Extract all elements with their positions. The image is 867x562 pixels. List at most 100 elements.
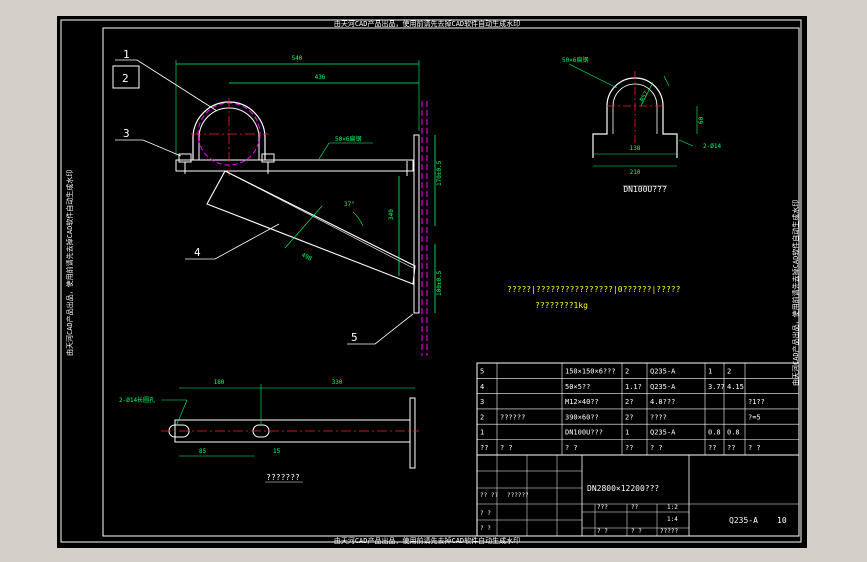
tb-c4: ? ? (480, 525, 491, 532)
bom-cell: ?? (480, 444, 488, 452)
tb-c7: 1:2 (667, 504, 678, 511)
bom-cell: 0.8 (727, 429, 740, 437)
dim-lower: 100±0.5 (436, 270, 443, 296)
elevation-view: 540 436 170±0.5 100±0.5 340 498 37° 50×6… (112, 48, 443, 356)
angle-arc (352, 211, 364, 227)
clamp-radius-leader (640, 81, 654, 107)
top-banner: 由天河CAD产品出品，使用前请先去掉CAD软件自动生成水印 (334, 19, 520, 28)
bom-cell: 390×60?? (565, 413, 599, 421)
plan-wall-plate (409, 397, 416, 469)
bom-cell: ?? (708, 444, 716, 452)
dim-498: 498 (300, 252, 313, 263)
bom-cell: DN100U??? (565, 429, 603, 437)
u-clamp-inner (198, 107, 260, 160)
tb-c6: ?? (631, 504, 639, 511)
outer-frame (60, 19, 802, 543)
bom-cell: 4.15 (727, 383, 744, 391)
bottom-banner: 由天河CAD产品出品，使用前请先去掉CAD软件自动生成水印 (334, 536, 520, 545)
bom-cell: 2 (625, 368, 629, 376)
balloon-3: 3 (123, 127, 130, 140)
bom-cell: ?=5 (748, 413, 761, 421)
note-line-2: ????????1kg (535, 301, 588, 310)
leader-1 (136, 59, 218, 112)
right-banner: 由天河CAD产品出品，使用前请先去掉CAD软件自动生成水印 (791, 200, 800, 386)
bom-cell: 1.1? (625, 383, 642, 391)
tb-c10: ????? (660, 528, 678, 535)
clamp-top-leader (663, 75, 670, 87)
tb-material: Q235-A (729, 516, 758, 525)
leader-5 (374, 313, 414, 345)
clamp-60: 60 (698, 116, 705, 124)
bom-cell: Q235-A (650, 383, 676, 391)
tb-sheet: 10 (777, 516, 787, 525)
clamp-title: DN100U??? (623, 185, 667, 194)
drawing-canvas[interactable]: 由天河CAD产品出品，使用前请先去掉CAD软件自动生成水印 由天河CAD产品出品… (57, 16, 807, 548)
clamp-hole-leader (678, 139, 694, 147)
bom-cell: ?????? (500, 413, 525, 421)
bom-cell: 2? (625, 398, 633, 406)
leader-4 (214, 223, 280, 260)
dim-540: 540 (292, 55, 303, 62)
plan-view: 180 330 2-Ø14长圆孔 85 15 ??????? (119, 379, 419, 483)
strap-label: 50×6扁钢 (335, 135, 361, 143)
plan-title: ??????? (266, 473, 300, 482)
bom-cell: M12×40?? (565, 398, 599, 406)
left-banner: 由天河CAD产品出品，使用前请先去掉CAD软件自动生成水印 (65, 170, 74, 356)
balloon-5: 5 (351, 331, 358, 344)
bom-cell: 50×5?? (565, 383, 590, 391)
plan-dim-330: 330 (332, 379, 343, 386)
bom-cell: 150×150×6??? (565, 368, 616, 376)
bom-cell: ?? (625, 444, 633, 452)
plan-hole-leader (176, 399, 188, 425)
tb-drawing-title: DN2800×12200??? (587, 484, 659, 493)
tb-c8: ? ? (597, 528, 608, 535)
clamp-radius: R57 (639, 90, 651, 103)
inner-frame (102, 27, 800, 537)
angle-label: 37° (344, 201, 355, 208)
tb-c3: ? ? (480, 510, 491, 517)
plan-dim-180: 180 (214, 379, 225, 386)
bom-cell: 3.77 (708, 383, 725, 391)
plan-sub-15: 15 (273, 448, 281, 455)
bom-cell: 1 (708, 368, 712, 376)
bom-cell: ? ? (650, 444, 663, 452)
bom-cell: ? ? (565, 444, 578, 452)
bom-grid (477, 363, 799, 455)
dim-498-leader (284, 205, 323, 249)
top-plate (175, 159, 414, 172)
diagonal-brace (206, 170, 416, 285)
bom-cell: ?1?? (748, 398, 765, 406)
balloon-1: 1 (123, 48, 130, 61)
title-block: DN2800×12200??? Q235-A 10 1:4 ?? ?? ????… (476, 454, 800, 537)
tb-c9: ? ? (631, 528, 642, 535)
bom-cell: 4.8??? (650, 398, 675, 406)
dim-436: 436 (315, 74, 326, 81)
balloon-2-box (112, 65, 140, 89)
leader-3 (142, 139, 182, 157)
bom-cell: 2 (480, 413, 484, 421)
tb-c1: ?? ?? (480, 492, 498, 499)
bom-cell: 1 (625, 429, 629, 437)
plan-sub-85: 85 (199, 448, 207, 455)
bom-cell: 5 (480, 368, 484, 376)
drawing-svg: 由天河CAD产品出品，使用前请先去掉CAD软件自动生成水印 由天河CAD产品出品… (60, 19, 802, 545)
clamp-hole: 2-Ø14 (703, 143, 721, 150)
bom-cell: ? ? (748, 444, 761, 452)
clamp-138: 138 (630, 145, 641, 152)
bom-cell: 2 (727, 368, 731, 376)
bom-cell: 4 (480, 383, 484, 391)
tb-c5: ??? (597, 504, 608, 511)
clamp-strap-leader (568, 63, 618, 89)
bom-cell: ? ? (500, 444, 513, 452)
balloon-4: 4 (194, 246, 201, 259)
strap-leader (318, 142, 330, 160)
clamp-210: 210 (630, 169, 641, 176)
bom-cell: 1 (480, 429, 484, 437)
tb-c2: ?????? (507, 492, 529, 499)
bom-cell: 3 (480, 398, 484, 406)
note-line-1: ?????|????????????????|0??????|????? (507, 285, 681, 294)
bolt-left (178, 153, 192, 163)
